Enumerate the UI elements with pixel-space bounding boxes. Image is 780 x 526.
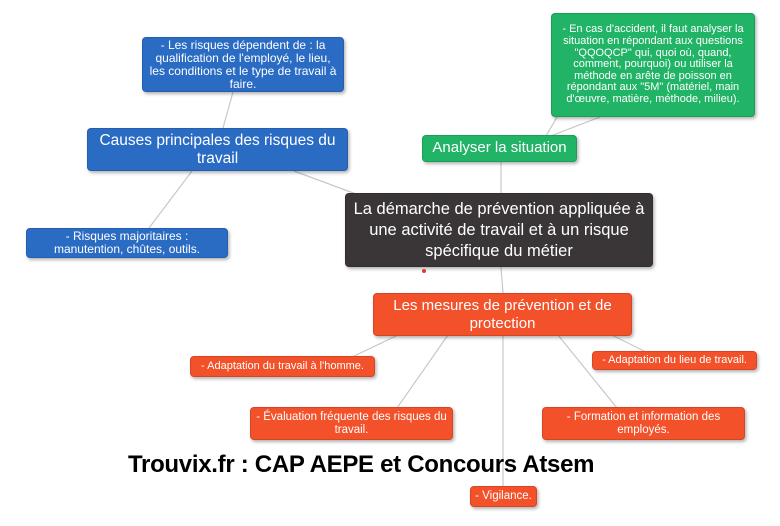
node-risques-majoritaires: - Risques majoritaires : manutention, ch… (26, 228, 228, 258)
red-dot (422, 269, 426, 273)
node-evaluation-risques: - Évaluation fréquente des risques du tr… (250, 407, 453, 440)
connector (351, 334, 399, 358)
node-adaptation-travail: - Adaptation du travail à l'homme. (190, 356, 375, 377)
node-mesures-prevention: Les mesures de prévention et de protecti… (373, 293, 632, 336)
node-evaluation-risques-label: - Évaluation fréquente des risques du tr… (256, 410, 447, 436)
connector (547, 116, 601, 138)
node-central-topic: La démarche de prévention appliquée à un… (345, 193, 653, 267)
connector (545, 116, 558, 137)
node-adaptation-lieu: - Adaptation du lieu de travail. (592, 351, 757, 370)
node-adaptation-travail-label: - Adaptation du travail à l'homme. (201, 360, 364, 373)
connector (396, 334, 449, 409)
node-analyser-situation: Analyser la situation (422, 135, 577, 162)
node-risques-majoritaires-label: - Risques majoritaires : manutention, ch… (53, 228, 201, 256)
connector (293, 170, 357, 195)
node-formation-information-label: - Formation et information des employés. (566, 410, 721, 436)
node-analyser-situation-label: Analyser la situation (432, 139, 567, 157)
node-formation-information: - Formation et information des employés. (542, 407, 745, 440)
connector (557, 334, 618, 409)
node-vigilance: - Vigilance. (470, 486, 537, 507)
node-causes-detail-label: - Les risques dépendent de : la qualific… (149, 37, 337, 91)
node-central-topic-label: La démarche de prévention appliquée à un… (353, 199, 645, 260)
watermark-title: Trouvix.fr : CAP AEPE et Concours Atsem (128, 451, 595, 478)
node-mesures-prevention-label: Les mesures de prévention et de protecti… (393, 296, 612, 332)
connector (500, 266, 504, 294)
node-adaptation-lieu-label: - Adaptation du lieu de travail. (602, 354, 747, 367)
node-causes-detail: - Les risques dépendent de : la qualific… (142, 37, 344, 92)
node-causes-principales-label: Causes principales des risques du travai… (99, 131, 336, 167)
connector (222, 91, 234, 129)
node-causes-principales: Causes principales des risques du travai… (87, 128, 348, 171)
connector (148, 170, 193, 229)
node-vigilance-label: - Vigilance. (475, 490, 532, 503)
node-analyser-detail: - En cas d'accident, il faut analyser la… (551, 13, 755, 117)
node-analyser-detail-label: - En cas d'accident, il faut analyser la… (562, 23, 744, 105)
